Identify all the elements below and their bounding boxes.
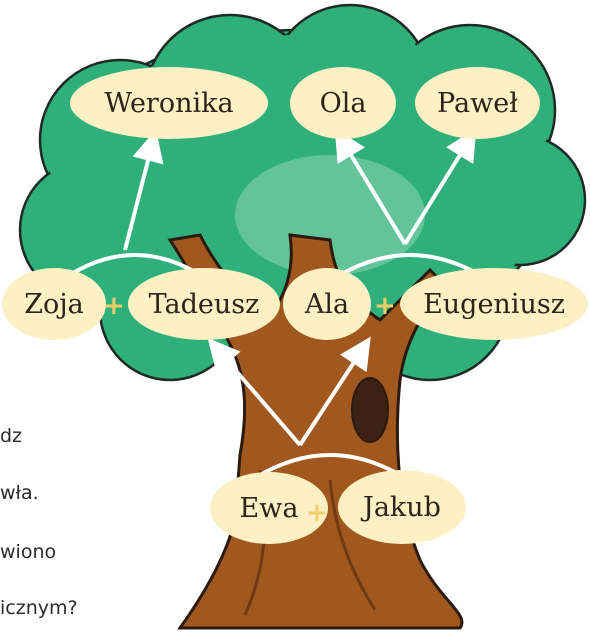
person-eugeniusz: Eugeniusz: [400, 268, 588, 340]
person-ola: Ola: [290, 67, 396, 139]
trunk-hollow: [352, 378, 388, 442]
person-pawel: Paweł: [415, 67, 540, 139]
person-weronika: Weronika: [70, 67, 268, 139]
couple-plus-icon: +: [103, 293, 125, 319]
background-text-line-1: dz: [0, 425, 22, 447]
person-ala: Ala: [283, 268, 371, 340]
couple-plus-icon: +: [374, 293, 396, 319]
person-jakub: Jakub: [338, 470, 466, 544]
background-text-line-4: icznym?: [0, 597, 78, 619]
background-text-line-3: wiono: [0, 541, 56, 563]
person-zoja: Zoja: [2, 268, 106, 340]
background-text-line-2: wła.: [0, 482, 39, 504]
person-tadeusz: Tadeusz: [128, 268, 280, 340]
couple-plus-icon: +: [306, 500, 328, 526]
